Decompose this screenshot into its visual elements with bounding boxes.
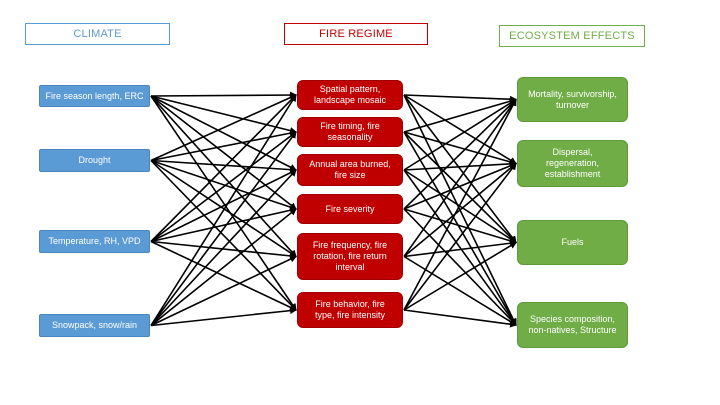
climate-to-fire-arrow-0-4 [150, 95, 297, 258]
climate-to-fire-arrow-1-4 [150, 159, 297, 258]
fire-box-fire-frequency: Fire frequency, fire rotation, fire retu… [297, 233, 403, 280]
climate-to-fire-arrow-2-0 [150, 94, 297, 243]
climate-to-fire-arrow-3-4 [150, 255, 297, 327]
climate-to-fire-arrow-0-1 [150, 95, 297, 134]
climate-to-fire-arrow-0-2 [150, 95, 297, 171]
header-fire-regime: FIRE REGIME [284, 23, 428, 45]
fire-to-eco-arrow-0-2 [403, 94, 517, 244]
climate-to-fire-arrow-3-3 [150, 208, 297, 327]
climate-to-fire-arrow-2-3 [150, 206, 297, 243]
header-ecosystem-effects: ECOSYSTEM EFFECTS [499, 25, 645, 47]
climate-box-fire-season: Fire season length, ERC [39, 85, 150, 107]
fire-to-eco-arrow-3-3 [403, 208, 517, 326]
fire-to-eco-arrow-4-3 [403, 255, 517, 326]
climate-to-fire-arrow-3-2 [150, 169, 297, 327]
climate-box-snowpack: Snowpack, snow/rain [39, 314, 150, 337]
climate-to-fire-arrow-1-2 [150, 159, 297, 174]
climate-to-fire-arrow-2-4 [150, 240, 297, 260]
fire-box-fire-timing: Fire timing, fire seasonality [297, 117, 403, 147]
fire-box-spatial-pattern: Spatial pattern, landscape mosaic [297, 80, 403, 110]
climate-box-temperature: Temperature, RH, VPD [39, 230, 150, 253]
fire-to-eco-arrow-1-3 [403, 131, 517, 326]
climate-to-fire-arrow-1-5 [150, 159, 297, 311]
climate-box-drought: Drought [39, 149, 150, 172]
fire-box-annual-area: Annual area burned, fire size [297, 154, 403, 186]
fire-to-eco-arrow-4-1 [403, 162, 517, 258]
climate-to-fire-arrow-0-0 [150, 91, 297, 99]
fire-to-eco-arrow-3-2 [403, 208, 517, 245]
climate-to-fire-arrow-2-5 [150, 240, 297, 311]
climate-to-fire-arrow-1-3 [150, 159, 297, 211]
fire-to-eco-arrow-3-1 [403, 162, 517, 210]
fire-box-fire-behavior: Fire behavior, fire type, fire intensity [297, 292, 403, 328]
climate-to-fire-arrow-3-1 [150, 131, 297, 326]
eco-box-species: Species composition, non-natives, Struct… [517, 302, 628, 348]
fire-to-eco-arrow-5-1 [403, 162, 517, 311]
fire-to-eco-arrow-4-0 [403, 98, 517, 257]
fire-to-eco-arrow-4-2 [403, 239, 517, 258]
header-climate: CLIMATE [25, 23, 170, 45]
fire-box-fire-severity: Fire severity [297, 194, 403, 224]
fire-to-eco-arrow-1-0 [403, 97, 517, 133]
climate-to-fire-arrow-1-1 [150, 129, 297, 162]
climate-to-fire-arrow-2-1 [150, 131, 297, 243]
climate-to-fire-arrow-0-5 [150, 95, 297, 311]
fire-to-eco-arrow-0-1 [403, 94, 517, 165]
eco-box-fuels: Fuels [517, 220, 628, 265]
climate-to-fire-arrow-0-3 [150, 95, 297, 210]
fire-to-eco-arrow-3-0 [403, 98, 517, 210]
climate-to-fire-arrow-3-5 [150, 307, 297, 327]
fire-to-eco-arrow-0-0 [403, 94, 517, 103]
fire-to-eco-arrow-5-0 [403, 98, 517, 311]
eco-box-dispersal: Dispersal, regeneration, establishment [517, 140, 628, 187]
climate-to-fire-arrow-2-2 [150, 169, 297, 243]
climate-to-fire-arrow-3-0 [150, 94, 297, 326]
fire-to-eco-arrow-2-1 [403, 160, 517, 171]
fire-to-eco-arrow-2-3 [403, 169, 517, 326]
fire-to-eco-arrow-2-0 [403, 98, 517, 171]
fire-to-eco-arrow-5-2 [403, 241, 517, 311]
eco-box-mortality: Mortality, survivorship, turnover [517, 77, 628, 122]
fire-to-eco-arrow-5-3 [403, 309, 517, 328]
climate-to-fire-arrow-1-0 [150, 94, 297, 162]
fire-to-eco-arrow-1-1 [403, 131, 517, 166]
fire-to-eco-arrow-1-2 [403, 131, 517, 244]
